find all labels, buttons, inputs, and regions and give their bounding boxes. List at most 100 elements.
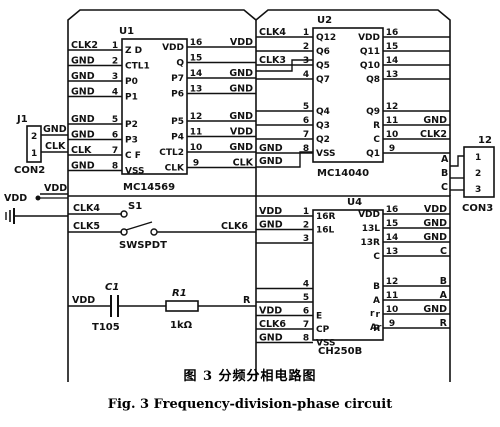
u2-right-pin10-name: C	[373, 135, 380, 145]
u2-left-pin2-name: Q6	[316, 47, 330, 57]
switch-net-clk6: CLK6	[221, 221, 248, 232]
u4-right-pin13-num: 13	[386, 247, 399, 257]
u2-left-pin1-net: CLK4	[259, 27, 286, 38]
switch-s1: CLK4 S1 CLK5 SWSPDT CLK6	[68, 201, 256, 251]
u2-left-pin1-name: Q12	[316, 33, 336, 43]
u4-left-pin6-name: E	[316, 312, 322, 322]
j1-pin2-net: GND	[43, 124, 67, 135]
con3-net-a: A	[441, 154, 449, 165]
switch-ref: S1	[128, 201, 142, 212]
u4-left-pin1-net: VDD	[259, 206, 282, 217]
u4-right-pin14-num: 14	[386, 233, 399, 243]
u2-left-pin3-net: CLK3	[259, 55, 286, 66]
u4-right-pin11-name: A	[373, 296, 380, 306]
u1-left-pin5-net: GND	[71, 114, 95, 125]
u1-left-pin6-net: GND	[71, 130, 95, 141]
u2-left-pin6-name: Q3	[316, 121, 330, 131]
u2-left-pin3-name: Q5	[316, 61, 330, 71]
u2-chip: U2 MC14040	[312, 15, 384, 179]
u1-right-pin9-net: CLK	[233, 158, 254, 169]
u4-right-pin10-net: GND	[423, 304, 447, 315]
u1-left-pin3-name: P0	[125, 77, 138, 87]
u4-left-pin6-net: VDD	[259, 306, 282, 317]
u2-vss-net: GND	[259, 156, 283, 167]
u1-right-pin9-name: CLK	[165, 164, 185, 174]
u1-ref: U1	[119, 26, 134, 37]
u2-right-pin15-num: 15	[386, 42, 399, 52]
u1-right-pin16-net: VDD	[230, 37, 253, 48]
u1-right-pin14-num: 14	[190, 69, 203, 79]
u2-left-pin2-num: 2	[303, 42, 309, 52]
u4-ref: U4	[347, 197, 362, 208]
u1-right-pin12-num: 12	[190, 112, 203, 122]
u2-left-pin1-num: 1	[303, 28, 309, 38]
u1-left-pin8-net: GND	[71, 161, 95, 172]
u1-left-pin5-name: P2	[125, 120, 138, 130]
u2-right-pin14-num: 14	[386, 56, 399, 66]
u1-right-pin14-net: GND	[229, 68, 253, 79]
con3-net-c: C	[441, 182, 448, 193]
caption-en: Fig. 3 Frequency-division-phase circuit	[107, 397, 393, 412]
u4-right-pin9-num: 9	[389, 319, 395, 329]
con3-ref: 12	[478, 135, 492, 146]
u4-chip: U4 CH250B r Ar	[312, 197, 384, 357]
u2-right-pin16-num: 16	[386, 28, 399, 38]
u1-left-pin6-num: 6	[112, 131, 118, 141]
u1-left-pin3-num: 3	[112, 72, 118, 82]
j1-pin1-num: 1	[31, 149, 37, 159]
u1-right-pin15-num: 15	[190, 54, 203, 64]
u4-left-pin6-num: 6	[303, 307, 309, 317]
u1-left-pin1-net: CLK2	[71, 40, 98, 51]
u2-part: MC14040	[317, 168, 369, 179]
con3-part: CON3	[462, 203, 493, 214]
u1-left-pin2-num: 2	[112, 57, 118, 67]
u2-right-pin13-num: 13	[386, 70, 399, 80]
u2-left-pin7-name: Q2	[316, 135, 330, 145]
caption-zh-wrap: 图 3 分频分相电路图	[0, 365, 500, 385]
u1-right-pin10-name: CTL2	[159, 148, 184, 158]
u4-right-pin14-net: GND	[423, 232, 447, 243]
u2-right-pin11-name: R	[373, 121, 380, 131]
con3-connector: 12 1 2 3 CON3 A B C	[441, 135, 495, 214]
u1-left-pin1-name: Z D	[125, 46, 142, 56]
u2-left-pin8-name: VSS	[316, 149, 336, 159]
u4-left-pin8-name: VSS	[316, 339, 336, 349]
u2-left-pin5-num: 5	[303, 102, 309, 112]
u4-left-pin4-num: 4	[303, 280, 309, 290]
u1-left-pin8-name: VSS	[125, 167, 145, 177]
con3-pin3-num: 3	[475, 185, 481, 195]
ground-symbol	[5, 208, 68, 224]
u4-right-pin10-num: 10	[386, 305, 399, 315]
u2-left-pin6-num: 6	[303, 116, 309, 126]
u1-right-pin12-name: P5	[171, 117, 184, 127]
u1-left-pin4-net: GND	[71, 87, 95, 98]
u4-left-pin3-num: 3	[303, 234, 309, 244]
u1-right-pin13-name: P6	[171, 90, 184, 100]
u4-inner-ar: Ar	[370, 323, 382, 333]
u4-right-pin16-num: 16	[386, 205, 399, 215]
u2-left-pin4-num: 4	[303, 70, 309, 80]
u1-left-pin7-name: C F	[125, 151, 141, 161]
u1-right-pin16-name: VDD	[162, 43, 184, 53]
u4-left-pin5-num: 5	[303, 293, 309, 303]
u4-right-pin9-name: R	[373, 324, 380, 334]
u4-left-pin8-num: 8	[303, 334, 309, 344]
capacitor-ref: C1	[105, 282, 119, 293]
u1-left-pin4-num: 4	[112, 88, 118, 98]
caption-en-wrap: Fig. 3 Frequency-division-phase circuit	[0, 395, 500, 413]
u1-right-pin10-num: 10	[190, 143, 203, 153]
u1-left-pin2-name: CTL1	[125, 62, 150, 72]
u4-left-pin2-name: 16L	[316, 226, 335, 236]
u2-right-pin12-name: Q9	[366, 107, 380, 117]
u1-left-pin3-net: GND	[71, 71, 95, 82]
u4-left-pin2-num: 2	[303, 221, 309, 231]
cap-left-net: VDD	[72, 295, 95, 306]
j1-pin1-net: CLK	[45, 141, 66, 152]
j1-pin2-num: 2	[31, 132, 37, 142]
u1-right-pin14-name: P7	[171, 74, 184, 84]
